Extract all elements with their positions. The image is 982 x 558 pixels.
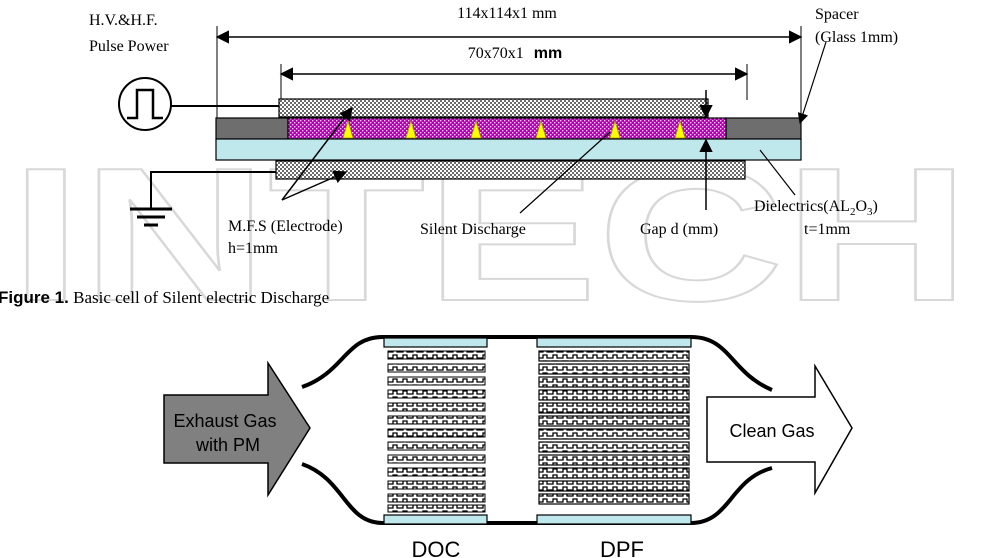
spark-icon: [535, 119, 547, 139]
dielectric-layer: [215, 138, 802, 161]
doc-substrate: [387, 350, 486, 513]
spacer-label-line2: (Glass 1mm): [815, 29, 898, 46]
mfs-leader-bottom: [281, 170, 348, 201]
dpf-channel: [538, 428, 690, 440]
doc-channel: [387, 480, 486, 490]
doc-channel: [387, 441, 486, 451]
spacer-left: [215, 117, 289, 140]
dpf-label: DPF: [600, 537, 644, 558]
spark-icon: [470, 119, 482, 139]
inlet-label-line1: Exhaust Gas: [173, 411, 276, 431]
discharge-gap-region: [287, 117, 727, 140]
doc-channel: [387, 428, 486, 438]
housing-top-outline: [301, 335, 773, 392]
dpf-channel: [538, 415, 690, 427]
outlet-arrow-icon: [706, 363, 853, 496]
doc-channel: [387, 402, 486, 412]
power-label-line1: H.V.&H.F.: [89, 12, 158, 29]
dpf-channel: [538, 402, 690, 414]
dpf-channel: [538, 441, 690, 453]
inlet-arrow-icon: [163, 360, 311, 498]
dpf-top-cap: [536, 337, 692, 348]
dpf-channel: [538, 467, 690, 479]
doc-top-cap: [383, 337, 488, 348]
dpf-channel: [538, 389, 690, 401]
dpf-bottom-cap: [536, 514, 692, 525]
figure-1-caption: Figure 1. Basic cell of Silent electric …: [0, 288, 329, 307]
dpf-channel: [538, 350, 690, 362]
dielectric-leader: [759, 149, 796, 196]
dielectrics-label-text: Dielectrics(AL: [754, 198, 850, 215]
dpf-channel: [538, 363, 690, 375]
spark-icon: [405, 119, 417, 139]
bottom-electrode: [275, 160, 746, 180]
dpf-channel: [538, 376, 690, 388]
doc-channel: [387, 350, 486, 360]
doc-channel: [387, 415, 486, 425]
spark-icon: [342, 119, 354, 139]
dpf-substrate: [538, 350, 690, 505]
spacer-right: [725, 117, 802, 140]
doc-channel: [387, 493, 486, 503]
inner-dimension-unit: mm: [534, 45, 562, 62]
pulse-power-source-icon: [118, 77, 172, 131]
dielectrics-label-text: ): [873, 198, 878, 215]
power-label-line2: Pulse Power: [89, 38, 169, 55]
inner-dimension-value: 70x70x1: [468, 45, 524, 62]
doc-channel: [387, 454, 486, 464]
doc-channel: [387, 389, 486, 399]
dielectrics-label-text: O: [855, 198, 867, 215]
dpf-channel: [538, 480, 690, 492]
dielectrics-subscript: 2: [850, 206, 856, 218]
mfs-label-line1: M.F.S (Electrode): [228, 218, 343, 235]
gap-label: Gap d (mm): [640, 221, 718, 238]
caption-text: Basic cell of Silent electric Discharge: [69, 288, 329, 307]
doc-channel: [387, 376, 486, 386]
doc-channel: [387, 504, 486, 513]
doc-channel: [387, 467, 486, 477]
silent-discharge-leader: [519, 131, 611, 214]
dpf-channel: [538, 493, 690, 505]
spacer-leader: [797, 41, 827, 125]
thickness-label: t=1mm: [804, 221, 851, 238]
pulse-waveform-icon: [127, 88, 163, 120]
mfs-leader-top: [281, 106, 353, 201]
dielectrics-label: Dielectrics(AL2O3): [754, 198, 878, 218]
figure-1-silent-discharge-cell: 114x114x1 mm 70x70x1 mm H.V.&H.F. Pulse P…: [0, 5, 898, 307]
doc-bottom-cap: [383, 514, 488, 525]
spark-icon: [609, 119, 621, 139]
top-electrode: [278, 98, 709, 118]
doc-label: DOC: [412, 537, 461, 558]
inner-dimension-label: 70x70x1 mm: [468, 45, 562, 62]
ground-wire: [150, 171, 276, 208]
silent-discharge-label: Silent Discharge: [420, 221, 526, 238]
figure-2-doc-dpf-system: Exhaust Gas with PM Clean Gas DOC DPF: [163, 335, 853, 558]
spark-icon: [674, 119, 686, 139]
caption-figure-number: Figure 1.: [0, 288, 69, 307]
doc-channel: [387, 363, 486, 373]
spacer-label-line1: Spacer: [815, 6, 859, 23]
dpf-channel: [538, 454, 690, 466]
dielectrics-subscript: 3: [867, 206, 873, 218]
mfs-label-line2: h=1mm: [228, 240, 278, 257]
overall-dimension-label: 114x114x1 mm: [457, 5, 557, 22]
outlet-label: Clean Gas: [729, 421, 814, 441]
inlet-label-line2: with PM: [195, 435, 260, 455]
housing-bottom-outline: [301, 462, 773, 525]
